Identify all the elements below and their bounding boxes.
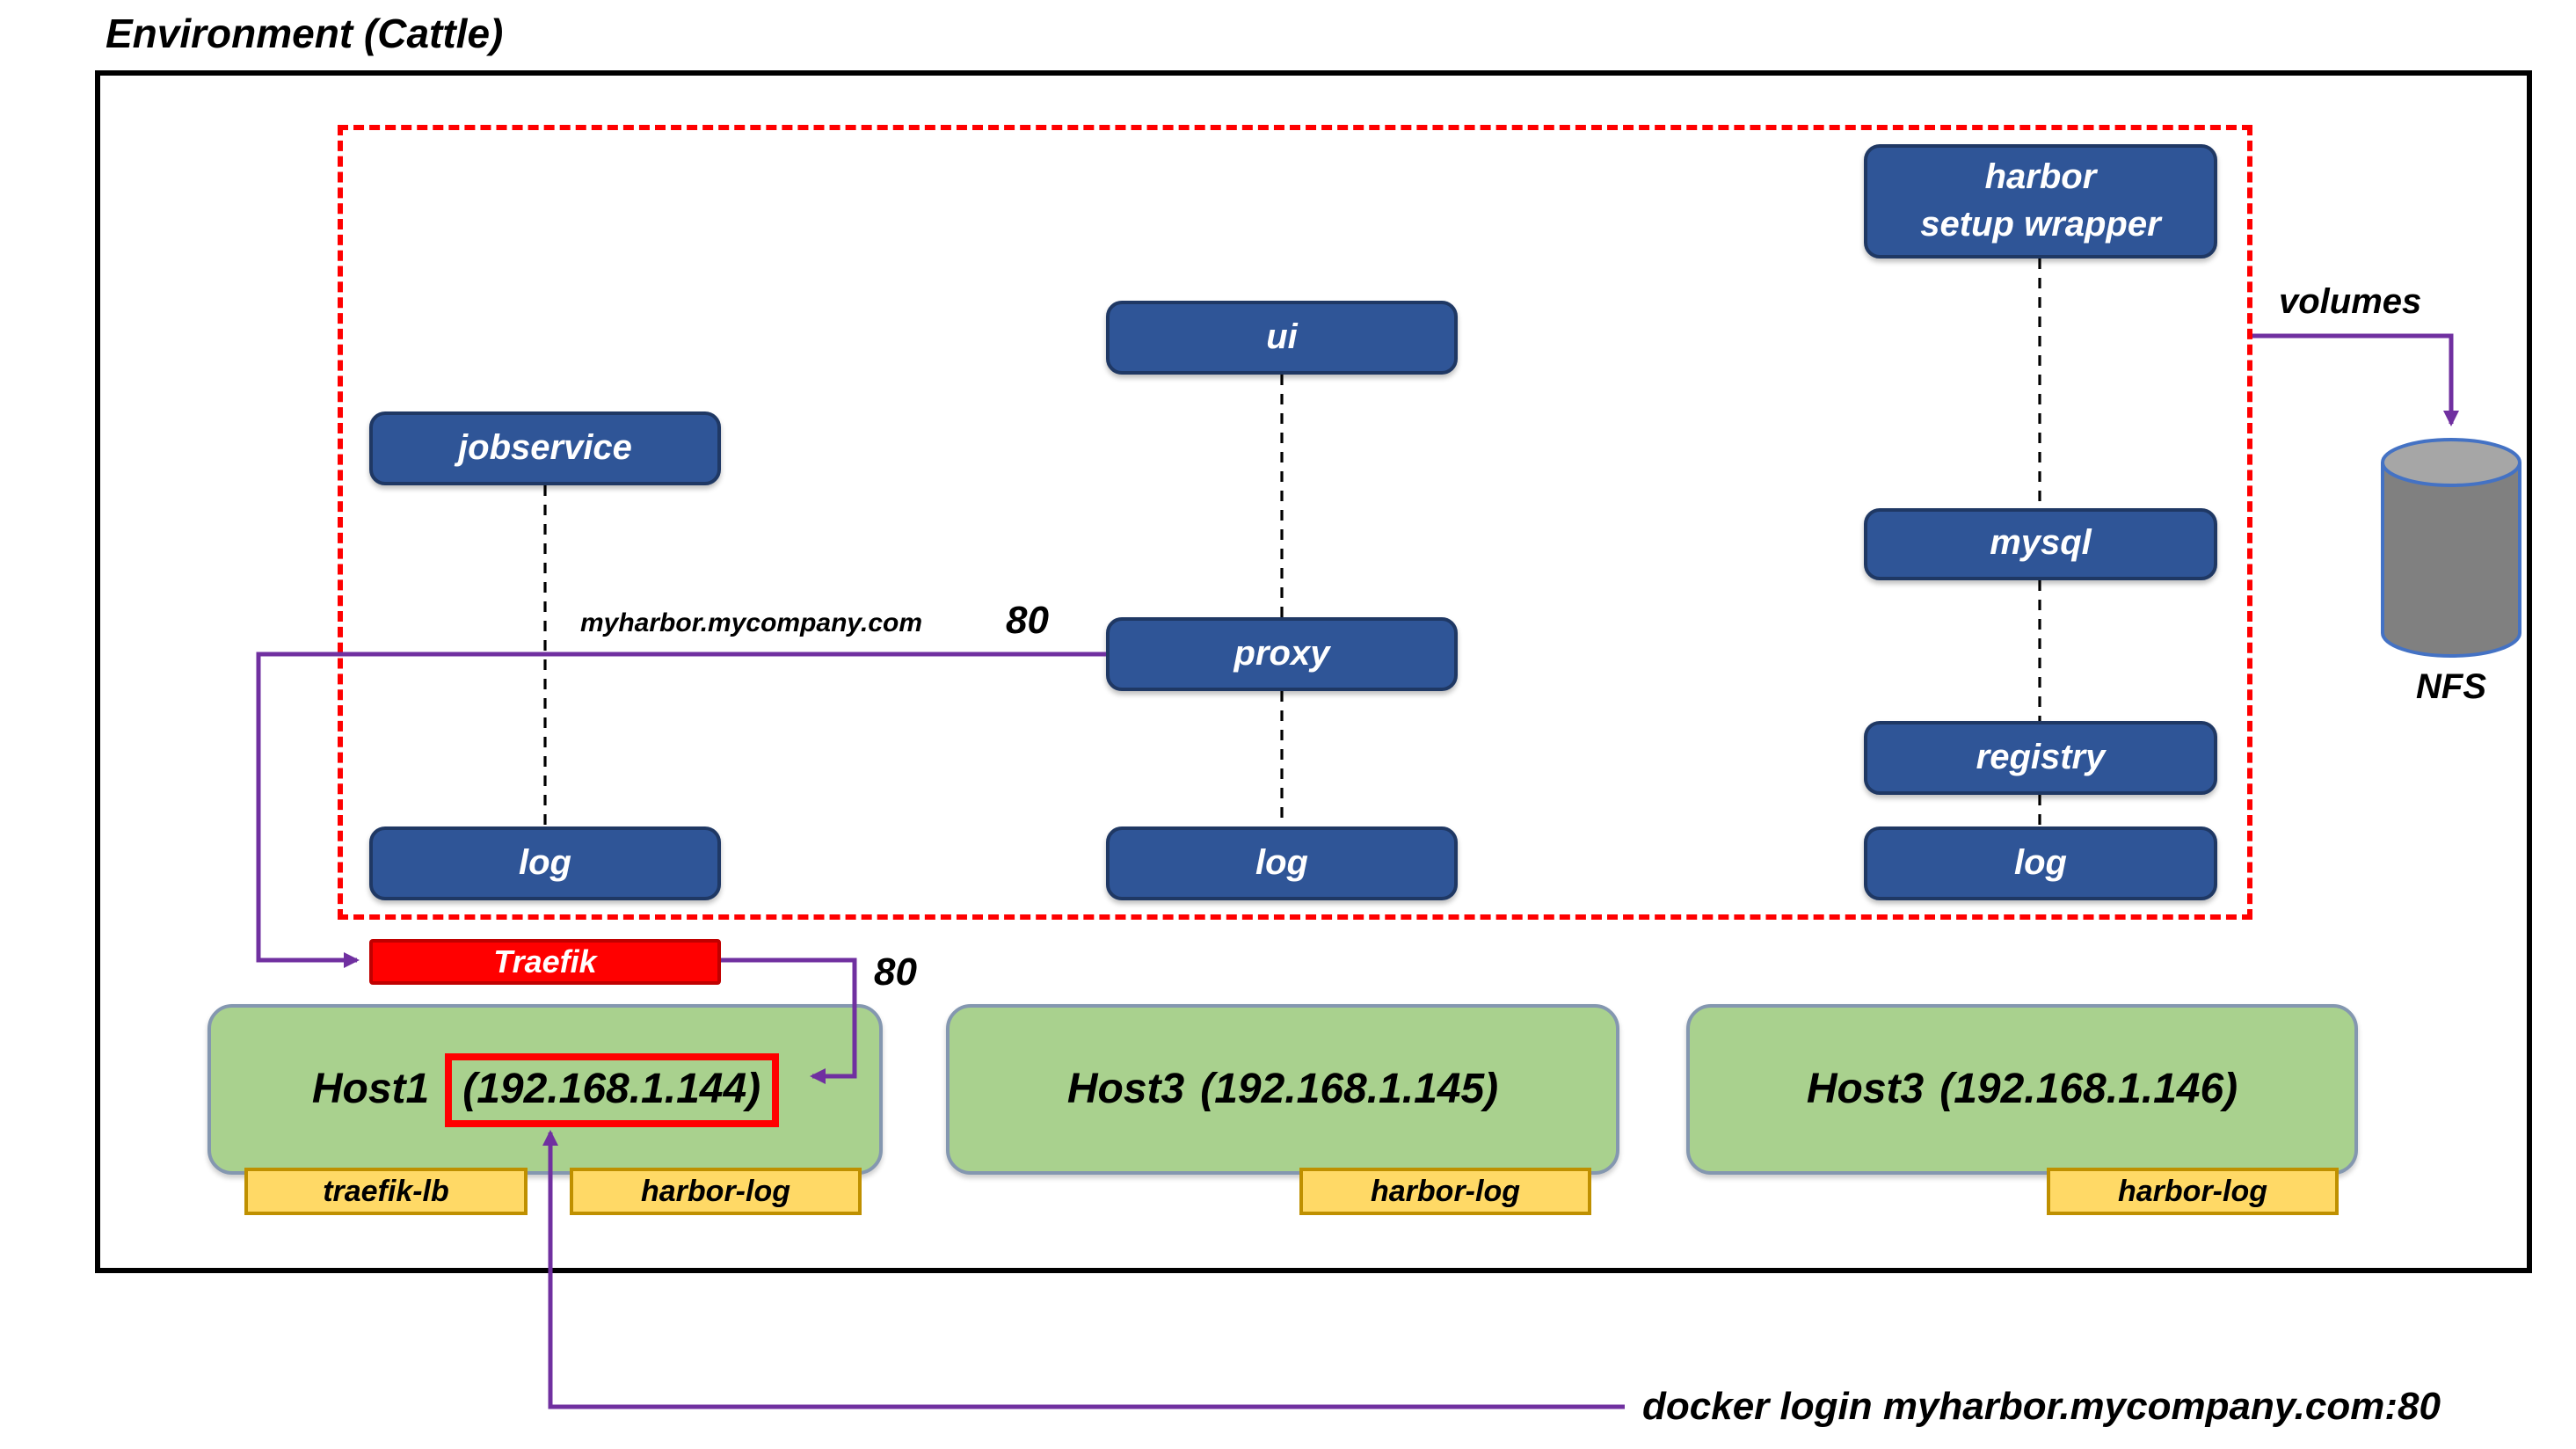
node-log-2-label: log (1255, 843, 1308, 882)
node-harbor-setup-wrapper-line1: harbor (1984, 157, 2097, 196)
node-log-1: log (369, 826, 721, 900)
node-jobservice: jobservice (369, 411, 721, 485)
node-log-3: log (1864, 826, 2217, 900)
node-harbor-setup-wrapper-line2: setup wrapper (1920, 205, 2161, 244)
node-mysql: mysql (1864, 508, 2217, 580)
host-3-name: Host3 (1806, 1065, 1925, 1112)
host-2: Host3 (192.168.1.145) (946, 1004, 1619, 1175)
node-jobservice-label: jobservice (458, 428, 632, 467)
node-log-3-label: log (2014, 843, 2067, 882)
traefik-label: Traefik (493, 943, 597, 979)
host-1-service-traefik-lb: traefik-lb (244, 1168, 528, 1215)
route-domain-label: myharbor.mycompany.com (580, 608, 923, 638)
node-harbor-setup-wrapper: harbor setup wrapper (1864, 144, 2217, 258)
host-1: Host1 (192.168.1.144) (207, 1004, 883, 1175)
node-ui: ui (1106, 301, 1458, 375)
traefik-port-label: 80 (874, 950, 917, 994)
node-registry: registry (1864, 721, 2217, 795)
node-proxy-label: proxy (1233, 634, 1330, 673)
diagram-title: Environment (Cattle) (106, 11, 504, 56)
host-1-service-harbor-log: harbor-log (570, 1168, 862, 1215)
node-log-2: log (1106, 826, 1458, 900)
host-1-ip-highlight: (192.168.1.144) (445, 1052, 779, 1126)
host-3-ip: (192.168.1.146) (1939, 1065, 2238, 1112)
harbor-stack-boundary (338, 125, 2252, 920)
host-3-service-harbor-log: harbor-log (2047, 1168, 2339, 1215)
nfs-label: NFS (2416, 668, 2486, 707)
host-2-service-harbor-log: harbor-log (1299, 1168, 1591, 1215)
node-log-1-label: log (519, 843, 571, 882)
host-1-service-traefik-lb-label: traefik-lb (323, 1174, 449, 1207)
volumes-label: volumes (2279, 283, 2422, 322)
node-registry-label: registry (1976, 738, 2106, 776)
host-2-service-harbor-log-label: harbor-log (1371, 1174, 1520, 1207)
node-mysql-label: mysql (1990, 524, 2092, 563)
traefik-box: Traefik (369, 939, 721, 985)
route-port-label: 80 (1006, 598, 1049, 642)
node-proxy: proxy (1106, 617, 1458, 691)
host-1-name: Host1 (311, 1065, 430, 1112)
host-2-name: Host3 (1066, 1065, 1185, 1112)
node-ui-label: ui (1266, 317, 1298, 356)
host-3: Host3 (192.168.1.146) (1686, 1004, 2358, 1175)
docker-login-annotation: docker login myharbor.mycompany.com:80 (1642, 1384, 2441, 1428)
host-1-service-harbor-log-label: harbor-log (641, 1174, 790, 1207)
host-3-service-harbor-log-label: harbor-log (2118, 1174, 2267, 1207)
host-2-ip: (192.168.1.145) (1200, 1065, 1499, 1112)
nfs-cylinder-icon (2381, 438, 2521, 658)
